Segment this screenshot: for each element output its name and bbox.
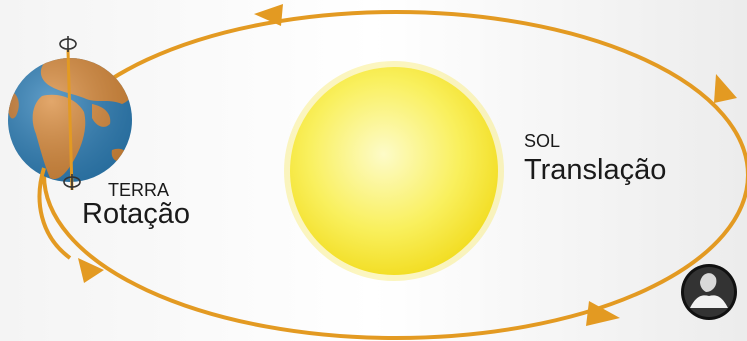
sun — [284, 61, 504, 281]
sun-motion-label: Translação — [524, 154, 666, 187]
logo-icon — [681, 264, 737, 320]
earth-motion-label: Rotação — [82, 198, 190, 231]
sun-name-label: SOL — [524, 131, 560, 152]
